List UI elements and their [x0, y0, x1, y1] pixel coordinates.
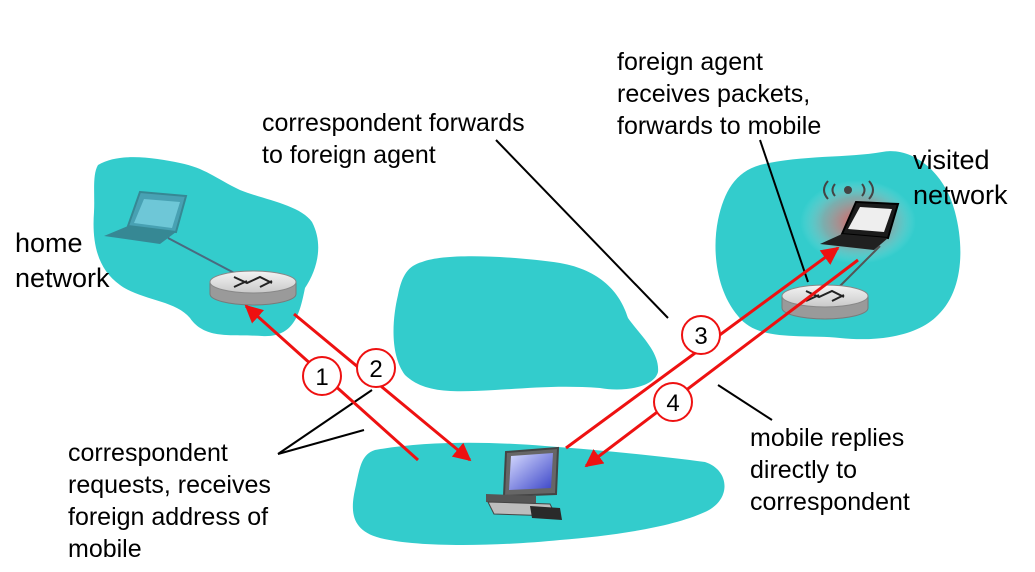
- correspondent-forwards-label: correspondent forwards to foreign agent: [262, 109, 525, 169]
- mobile-replies-label: mobile replies directly to correspondent: [750, 424, 910, 516]
- step-1-number: 1: [315, 364, 328, 391]
- leader-correspondent-forwards: [495, 139, 669, 319]
- step-2-marker: 2: [356, 348, 396, 388]
- step-1-marker: 1: [302, 356, 342, 396]
- leader-foreign-agent: [759, 139, 809, 283]
- home-router-icon: [209, 270, 297, 306]
- home-laptop-icon: [104, 190, 188, 244]
- leader-mobile-replies: [717, 384, 773, 421]
- correspondent-requests-label: correspondent requests, receives foreign…: [68, 439, 271, 563]
- home-network-label: home network: [15, 228, 110, 293]
- visited-network-label: visited network: [913, 145, 1008, 210]
- arrow-step-4: [584, 258, 859, 468]
- visited-laptop-link: [837, 245, 881, 289]
- step-4-number: 4: [666, 390, 679, 417]
- home-network-cloud: [93, 157, 319, 337]
- visited-router-icon: [781, 284, 869, 320]
- home-laptop-link: [167, 237, 241, 277]
- leader-requests-to-step2: [277, 389, 373, 455]
- step-4-marker: 4: [653, 382, 693, 422]
- desktop-computer-icon: [486, 446, 562, 520]
- leader-requests-to-cloud: [277, 429, 365, 455]
- visited-laptop-icon: [820, 200, 900, 250]
- internet-cloud: [393, 256, 659, 392]
- wireless-signal-icon: [823, 180, 874, 200]
- foreign-agent-label: foreign agent receives packets, forwards…: [617, 48, 822, 140]
- step-3-number: 3: [694, 323, 707, 350]
- step-3-marker: 3: [681, 315, 721, 355]
- step-2-number: 2: [369, 356, 382, 383]
